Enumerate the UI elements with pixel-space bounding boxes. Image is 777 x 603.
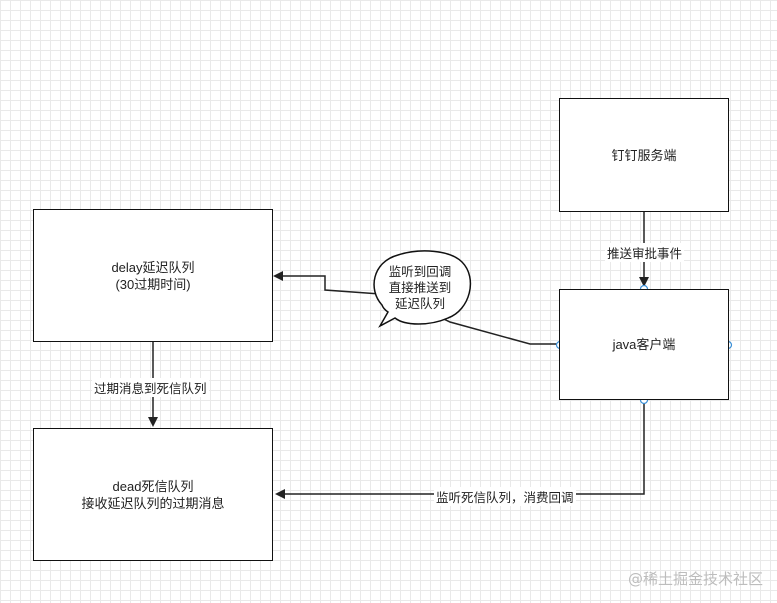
node-java-client[interactable]: java客户端 bbox=[559, 289, 729, 400]
node-dingtalk-server[interactable]: 钉钉服务端 bbox=[559, 98, 729, 212]
edge-label-expire-to-dead: 过期消息到死信队列 bbox=[92, 378, 209, 397]
edge-label-listen-dead: 监听死信队列，消费回调 bbox=[434, 487, 576, 506]
edge-label-push-events: 推送审批事件 bbox=[605, 243, 685, 262]
callout-text: 监听到回调 直接推送到 延迟队列 bbox=[388, 264, 452, 311]
node-dead-queue[interactable]: dead死信队列 接收延迟队列的过期消息 bbox=[33, 428, 273, 561]
edge-client-to-dead bbox=[275, 400, 645, 499]
node-delay-queue[interactable]: delay延迟队列 (30过期时间) bbox=[33, 209, 273, 342]
watermark: @稀土掘金技术社区 bbox=[627, 570, 763, 588]
callout-bubble bbox=[373, 250, 472, 328]
